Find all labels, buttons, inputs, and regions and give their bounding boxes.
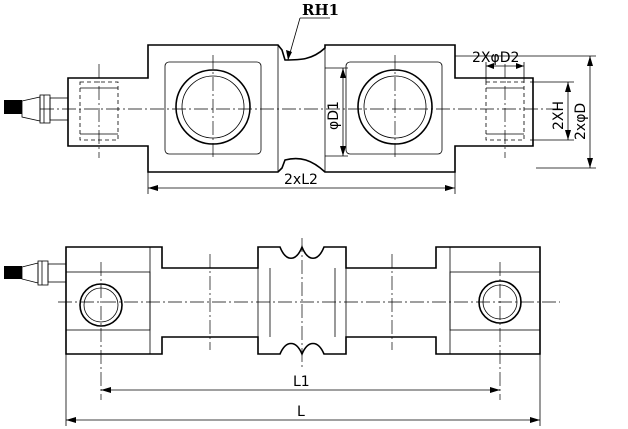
d-dimension: 2xφD — [455, 55, 596, 169]
h-label: 2XH — [551, 101, 567, 130]
top-right-pad — [345, 61, 443, 155]
top-cable-gland — [49, 97, 69, 121]
top-view-outline — [67, 44, 534, 173]
d2-arrow-right — [516, 63, 524, 69]
front-view-outline — [65, 244, 541, 357]
rh1-label: RH1 — [302, 1, 339, 19]
front-right-bore-face — [449, 271, 541, 331]
top-cable-connector — [4, 94, 69, 124]
h-arrow-bottom — [565, 130, 571, 140]
top-cable-strain-relief — [4, 100, 22, 114]
l1-label: L1 — [293, 374, 310, 390]
d1-label: φD1 — [326, 101, 342, 130]
l2-label: 2xL2 — [284, 172, 318, 188]
l1-arrow-left — [101, 387, 111, 393]
l-label: L — [297, 404, 305, 420]
d-arrow-top — [587, 56, 593, 66]
h-dimension: 2XH — [530, 81, 574, 141]
front-cable-body — [37, 260, 49, 286]
top-view — [4, 44, 560, 173]
front-view — [4, 238, 560, 400]
d2-label: 2XφD2 — [472, 50, 519, 66]
l-arrow-right — [530, 417, 540, 423]
l-arrow-left — [66, 417, 76, 423]
front-cable-connector — [4, 260, 67, 286]
d-arrow-bottom — [587, 158, 593, 168]
l1-dimension: L1 — [101, 374, 500, 393]
front-cable-gland — [47, 263, 67, 283]
l1-arrow-right — [490, 387, 500, 393]
top-cable-nut — [21, 96, 41, 122]
front-cable-nut — [21, 262, 39, 284]
d-label: 2xφD — [573, 103, 589, 140]
l2-arrow-left — [148, 185, 158, 191]
l2-dimension: 2xL2 — [147, 172, 456, 194]
front-left-bore-face — [65, 271, 151, 331]
d2-dimension: 2XφD2 — [472, 50, 525, 82]
rh1-callout: RH1 — [286, 1, 339, 61]
d1-arrow-bottom — [340, 146, 346, 156]
front-cable-strain-relief — [4, 266, 22, 279]
d1-dimension: φD1 — [325, 67, 348, 157]
d1-arrow-top — [340, 68, 346, 78]
h-arrow-top — [565, 82, 571, 92]
l2-arrow-right — [445, 185, 455, 191]
l-dimension: L — [65, 354, 541, 426]
d2-arrow-left — [486, 63, 494, 69]
rh1-arrowhead — [286, 50, 292, 60]
